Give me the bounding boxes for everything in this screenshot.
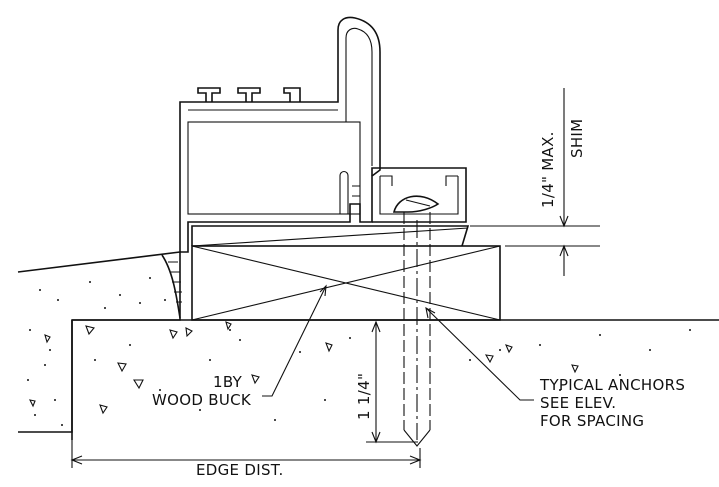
- concrete-stipple: [27, 277, 691, 426]
- shim-max-label: 1/4" MAX.: [539, 131, 557, 208]
- anchors-leader: [425, 306, 534, 401]
- anchors-label-line2: SEE ELEV.: [540, 394, 616, 412]
- edge-distance-label: EDGE DIST.: [196, 461, 284, 479]
- concrete-aggregate: [29, 321, 579, 415]
- wood-buck-label-line1: 1BY: [213, 373, 243, 391]
- wood-buck-leader: [262, 284, 327, 397]
- embed-depth-label: 1 1/4": [355, 373, 373, 420]
- shim-label: SHIM: [568, 119, 586, 158]
- wood-buck-label-line2: WOOD BUCK: [152, 391, 252, 409]
- shim: [191, 225, 470, 247]
- anchor-screw: [403, 212, 431, 447]
- sealant-bead: [161, 254, 182, 319]
- wood-buck: [191, 245, 501, 321]
- embed-dimension: [366, 320, 418, 444]
- anchors-label-line1: TYPICAL ANCHORS: [539, 376, 685, 394]
- shim-dimension: [470, 88, 600, 276]
- edge-distance-dimension: [70, 440, 422, 468]
- anchors-label-line3: FOR SPACING: [540, 412, 644, 430]
- aluminum-frame: [179, 16, 467, 253]
